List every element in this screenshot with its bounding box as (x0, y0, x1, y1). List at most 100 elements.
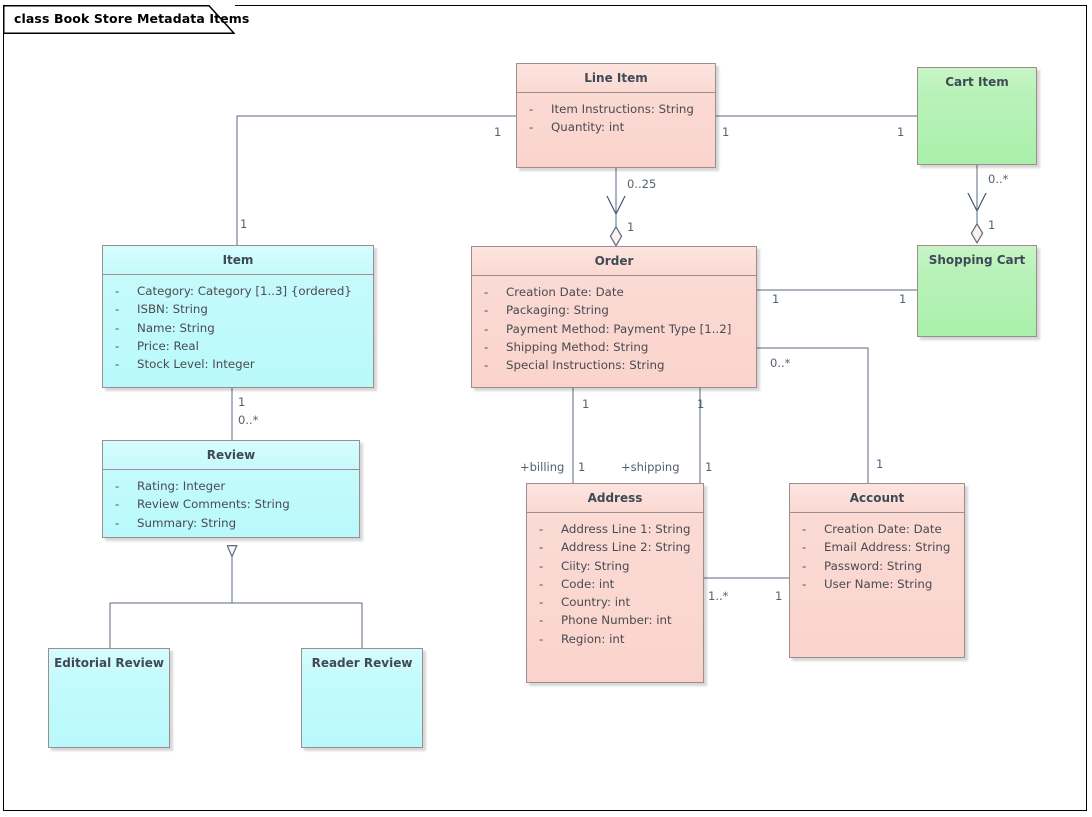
class-review[interactable]: Review - Rating: Integer - Review Commen… (102, 440, 360, 538)
attribute-visibility: - (802, 522, 807, 536)
attribute-row: - Password: String (798, 557, 960, 575)
attribute-row: - User Name: String (798, 575, 960, 593)
attribute-visibility: - (802, 558, 807, 573)
role-order-shipping: +shipping (621, 460, 680, 474)
class-item[interactable]: Item - Category: Category [1..3] {ordere… (102, 245, 374, 388)
attribute-row: - Address Line 2: String (535, 538, 699, 556)
multiplicity-order-shoppingcart-target: 1 (899, 292, 907, 306)
multiplicity-item-review-source: 1 (238, 395, 246, 409)
attribute-text: Code: int (561, 576, 615, 591)
attribute-row: - Review Comments: String (111, 495, 355, 513)
attribute-row: - Stock Level: Integer (111, 355, 369, 373)
attribute-visibility: - (115, 284, 120, 298)
attribute-text: Price: Real (137, 338, 199, 353)
attribute-row: - Phone Number: int (535, 611, 699, 629)
class-title-shopping-cart: Shopping Cart (918, 246, 1036, 274)
attribute-text: Ciity: String (561, 558, 630, 573)
attribute-visibility: - (115, 357, 120, 372)
multiplicity-item-lineitem-source: 1 (240, 217, 248, 231)
attribute-row: - Country: int (535, 593, 699, 611)
attribute-visibility: - (802, 540, 807, 555)
attribute-visibility: - (539, 595, 544, 610)
attribute-visibility: - (115, 302, 120, 317)
attribute-text: Stock Level: Integer (137, 357, 255, 372)
class-cart-item[interactable]: Cart Item (917, 67, 1037, 165)
attribute-visibility: - (115, 497, 120, 512)
multiplicity-item-review-target: 0..* (238, 413, 259, 427)
attribute-visibility: - (484, 303, 489, 318)
attribute-text: Special Instructions: String (506, 358, 665, 373)
multiplicity-cartitem-shoppingcart-source: 0..* (988, 172, 1009, 186)
connector-order-account (757, 347, 869, 483)
class-attributes-item: - Category: Category [1..3] {ordered} - … (103, 275, 373, 379)
attribute-row: - Packaging: String (480, 301, 752, 319)
multiplicity-order-account-source: 0..* (770, 356, 791, 370)
attribute-text: Name: String (137, 320, 215, 335)
attribute-text: Summary: String (137, 515, 237, 530)
class-editorial-review[interactable]: Editorial Review (48, 648, 170, 748)
attribute-text: Region: int (561, 631, 625, 646)
attribute-row: - Price: Real (111, 337, 369, 355)
multiplicity-lineitem-cartitem-source: 1 (722, 125, 730, 139)
class-title-review: Review (103, 441, 359, 470)
attribute-text: Rating: Integer (137, 479, 226, 493)
attribute-text: ISBN: String (137, 302, 208, 317)
attribute-text: Creation Date: Date (506, 285, 624, 299)
class-address[interactable]: Address - Address Line 1: String - Addre… (526, 483, 704, 683)
attribute-row: - Email Address: String (798, 538, 960, 556)
attribute-text: Packaging: String (506, 303, 609, 318)
attribute-row: - Payment Method: Payment Type [1..2] (480, 320, 752, 338)
multiplicity-lineitem-cartitem-target: 1 (897, 125, 905, 139)
attribute-row: - Name: String (111, 319, 369, 337)
diagram-frame-tab: class Book Store Metadata Items (3, 5, 249, 34)
attribute-row: - Shipping Method: String (480, 338, 752, 356)
attribute-row: - Item Instructions: String (525, 100, 711, 118)
attribute-visibility: - (539, 540, 544, 555)
multiplicity-order-shipping-target: 1 (705, 460, 713, 474)
class-line-item[interactable]: Line Item - Item Instructions: String - … (516, 63, 716, 168)
class-title-item: Item (103, 246, 373, 275)
role-order-billing: +billing (520, 460, 565, 474)
class-title-account: Account (790, 484, 964, 513)
attribute-visibility: - (115, 320, 120, 335)
class-title-order: Order (472, 247, 756, 276)
multiplicity-order-billing-target: 1 (578, 460, 586, 474)
attribute-visibility: - (484, 321, 489, 336)
frame-tab-shape (3, 5, 235, 34)
attribute-visibility: - (539, 631, 544, 646)
multiplicity-order-shoppingcart-source: 1 (772, 292, 780, 306)
attribute-row: - Creation Date: Date (480, 283, 752, 301)
attribute-row: - Quantity: int (525, 118, 711, 136)
class-reader-review[interactable]: Reader Review (301, 648, 423, 748)
multiplicity-cartitem-shoppingcart-target: 1 (988, 218, 996, 232)
attribute-visibility: - (484, 285, 489, 299)
attribute-text: Category: Category [1..3] {ordered} (137, 284, 352, 298)
attribute-text: Address Line 1: String (561, 522, 691, 536)
attribute-visibility: - (539, 613, 544, 628)
attribute-row: - Category: Category [1..3] {ordered} (111, 282, 369, 300)
class-attributes-address: - Address Line 1: String - Address Line … (527, 513, 703, 654)
page-title: class Book Store Metadata Items (14, 11, 250, 26)
class-order[interactable]: Order - Creation Date: Date - Packaging:… (471, 246, 757, 388)
attribute-text: Item Instructions: String (551, 102, 694, 116)
class-title-cart-item: Cart Item (918, 68, 1036, 96)
attribute-text: Review Comments: String (137, 497, 290, 512)
class-attributes-review: - Rating: Integer - Review Comments: Str… (103, 470, 359, 538)
attribute-row: - Code: int (535, 575, 699, 593)
attribute-visibility: - (484, 358, 489, 373)
attribute-text: Address Line 2: String (561, 540, 691, 555)
attribute-visibility: - (529, 120, 534, 135)
class-title-line-item: Line Item (517, 64, 715, 93)
class-account[interactable]: Account - Creation Date: Date - Email Ad… (789, 483, 965, 658)
connector-cartitem-shoppingcart-arrowhead (967, 192, 987, 213)
attribute-text: Password: String (824, 558, 923, 573)
connector-review-generalization-spine (109, 602, 363, 648)
attribute-row: - Summary: String (111, 514, 355, 532)
attribute-text: Creation Date: Date (824, 522, 942, 536)
attribute-visibility: - (115, 515, 120, 530)
class-shopping-cart[interactable]: Shopping Cart (917, 245, 1037, 337)
multiplicity-order-account-target: 1 (876, 457, 884, 471)
attribute-text: Shipping Method: String (506, 339, 649, 354)
attribute-row: - ISBN: String (111, 300, 369, 318)
attribute-visibility: - (484, 339, 489, 354)
